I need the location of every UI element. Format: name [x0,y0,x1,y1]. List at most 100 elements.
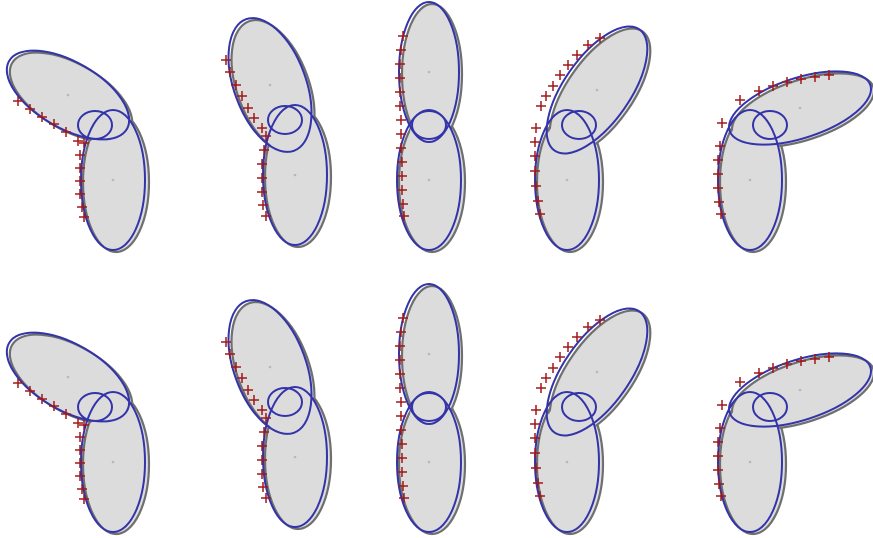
contour-marker [231,362,241,372]
contour-marker [796,74,806,84]
fit-ellipse-upper [227,299,313,435]
contour-marker [61,409,71,419]
joint-ellipse [77,110,113,140]
body-silhouette [397,284,467,536]
contour-marker [533,478,543,488]
contour-marker [261,493,271,503]
contour-marker [259,145,269,155]
contour-marker [75,445,85,455]
contour-marker [75,176,85,186]
contour-marker [243,103,253,113]
contour-marker [231,80,241,90]
contour-marker [713,451,723,461]
contour-marker [735,377,745,387]
center-dot [111,178,115,182]
contour-marker [714,197,724,207]
contour-marker [396,143,406,153]
contour-marker [396,115,406,125]
contour-marker [398,481,408,491]
contour-marker [824,352,834,362]
joint-ellipse [752,392,788,422]
contour-marker [79,494,89,504]
contour-marker [395,101,405,111]
contour-marker [531,405,541,415]
contour-marker [395,355,405,365]
center-dot [293,455,297,459]
contour-marker [541,91,551,101]
contour-marker [395,73,405,83]
contour-marker [713,437,723,447]
body-silhouette [230,18,333,249]
contour-marker [735,95,745,105]
contour-marker [399,211,409,221]
fit-ellipse-lower [262,386,328,528]
center-dot [268,365,272,369]
contour-marker [563,342,573,352]
center-dot [111,460,115,464]
center-dot [798,106,802,110]
center-dot [66,93,70,97]
fit-ellipse-upper [728,352,872,428]
contour-marker [398,31,408,41]
center-dot [268,83,272,87]
fit-ellipse-upper [398,1,460,143]
contour-marker [782,359,792,369]
joint-ellipse [561,392,597,422]
contour-marker [536,101,546,111]
contour-marker [395,87,405,97]
body-silhouette [8,333,151,536]
contour-marker [716,209,726,219]
contour-marker [824,70,834,80]
contour-marker [75,163,85,173]
contour-marker [259,427,269,437]
contour-marker [79,138,89,148]
panel-r2-c5 [713,352,873,536]
contour-marker [810,354,820,364]
contour-marker [548,363,558,373]
contour-marker [221,55,231,65]
contour-marker [73,418,83,428]
contour-marker [768,81,778,91]
contour-marker [395,59,405,69]
fit-ellipse-lower [80,109,146,251]
contour-marker [530,433,540,443]
contour-marker [75,432,85,442]
fit-ellipse-upper [227,17,313,153]
center-dot [798,388,802,392]
contour-marker [810,72,820,82]
contour-marker [595,315,605,325]
center-dot [565,460,569,464]
contour-marker [754,86,764,96]
contour-marker [75,458,85,468]
contour-marker [13,96,23,106]
contour-marker [713,169,723,179]
contour-marker [531,123,541,133]
center-dot [293,173,297,177]
body-silhouette [718,72,873,254]
contour-marker [531,181,541,191]
contour-marker [257,455,267,465]
contour-marker [396,327,406,337]
contour-marker [536,383,546,393]
panel-r2-c3 [395,283,467,536]
body-silhouette [535,27,652,254]
joint-ellipse [561,110,597,140]
contour-marker [257,405,267,415]
contour-marker [37,394,47,404]
contour-marker [257,441,267,451]
contour-marker [583,40,593,50]
contour-marker [572,332,582,342]
fit-ellipse-lower [80,391,146,533]
body-silhouette [8,51,151,254]
body-silhouette [230,300,333,531]
contour-marker [535,209,545,219]
joint-ellipse [752,110,788,140]
joint-ellipse [77,392,113,422]
contour-marker [73,136,83,146]
joint-ellipse [411,110,447,140]
panel-r2-c2 [221,299,333,531]
contour-marker [713,183,723,193]
contour-marker [715,141,725,151]
panel-r1-c5 [713,70,873,254]
